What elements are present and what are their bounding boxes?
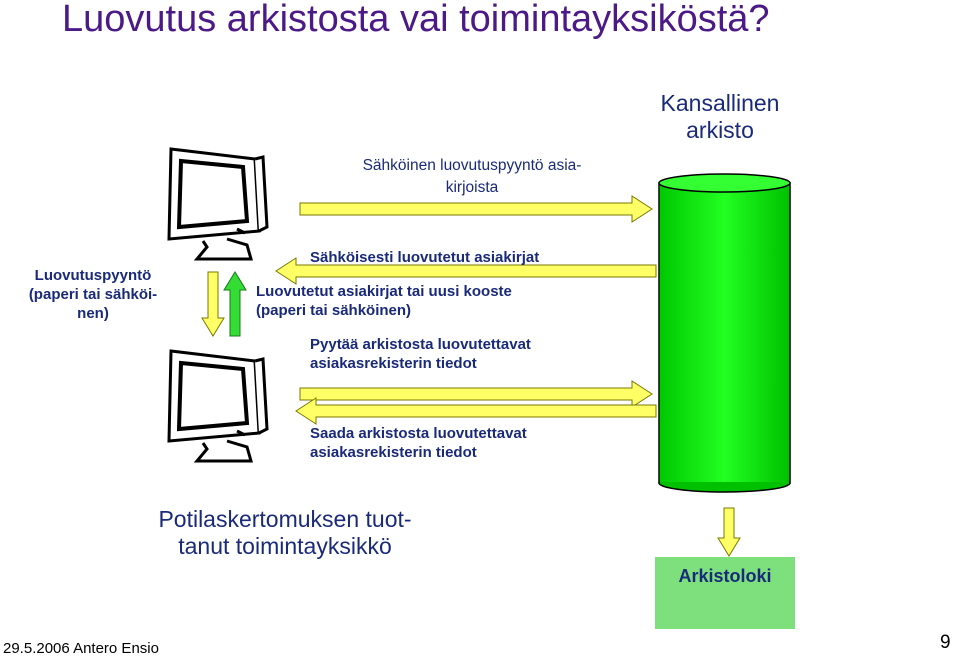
left-request-label: Luovutuspyyntö (paperi tai sähköi- nen): [18, 266, 168, 323]
computer-monitor-icon: [167, 349, 269, 463]
arrow-request-to-archive: [299, 195, 653, 223]
arrow-up-right: [223, 271, 247, 337]
arrow-unit-request: [299, 380, 653, 408]
msg-release-line: Luovutetut asiakirjat tai uusi kooste: [256, 283, 512, 300]
footer-date-author: 29.5.2006 Antero Ensio: [3, 640, 159, 657]
left-request-label-line: Luovutuspyyntö: [34, 267, 152, 284]
msg-receive-line: Saada arkistosta luovutettavat: [310, 425, 527, 442]
archive-label: Kansallinen arkisto: [650, 90, 790, 144]
msg-request-line: Pyytää arkistosta luovutettavat: [310, 336, 531, 353]
arrow-down-left: [201, 271, 225, 337]
archive-label-line: arkisto: [686, 117, 754, 143]
left-request-label-line: nen): [77, 305, 109, 322]
computer-monitor-icon: [167, 147, 269, 261]
page-number: 9: [940, 632, 951, 653]
archive-log-label: Arkistoloki: [678, 566, 772, 586]
page-title: Luovutus arkistosta vai toimintayksiköst…: [62, 0, 770, 40]
archive-label-line: Kansallinen: [660, 90, 780, 116]
left-request-label-line: (paperi tai sähköi-: [28, 286, 158, 303]
arrow-electronic-release: [275, 257, 657, 285]
request-label-line: Sähköinen luovutuspyyntö asia-: [362, 157, 582, 174]
msg-release: Luovutetut asiakirjat tai uusi kooste (p…: [256, 282, 512, 320]
msg-receive-line: asiakasrekisterin tiedot: [310, 444, 477, 461]
msg-release-line: (paperi tai sähköinen): [256, 302, 412, 319]
archive-cylinder-icon: [658, 173, 791, 493]
arrow-unit-receive: [295, 397, 657, 425]
unit-label-line: Potilaskertomuksen tuot-: [158, 506, 412, 532]
msg-request: Pyytää arkistosta luovutettavat asiakasr…: [310, 335, 531, 373]
unit-label: Potilaskertomuksen tuot- tanut toimintay…: [110, 506, 460, 560]
arrow-to-log: [717, 507, 741, 557]
request-label: Sähköinen luovutuspyyntö asia- kirjoista: [312, 155, 632, 199]
unit-label-line: tanut toimintayksikkö: [178, 533, 392, 559]
msg-receive: Saada arkistosta luovutettavat asiakasre…: [310, 424, 527, 462]
archive-log-box: [655, 557, 795, 629]
msg-request-line: asiakasrekisterin tiedot: [310, 355, 477, 372]
request-label-line: kirjoista: [445, 179, 499, 196]
msg-electronic-release: Sähköisesti luovutetut asiakirjat: [310, 249, 540, 266]
